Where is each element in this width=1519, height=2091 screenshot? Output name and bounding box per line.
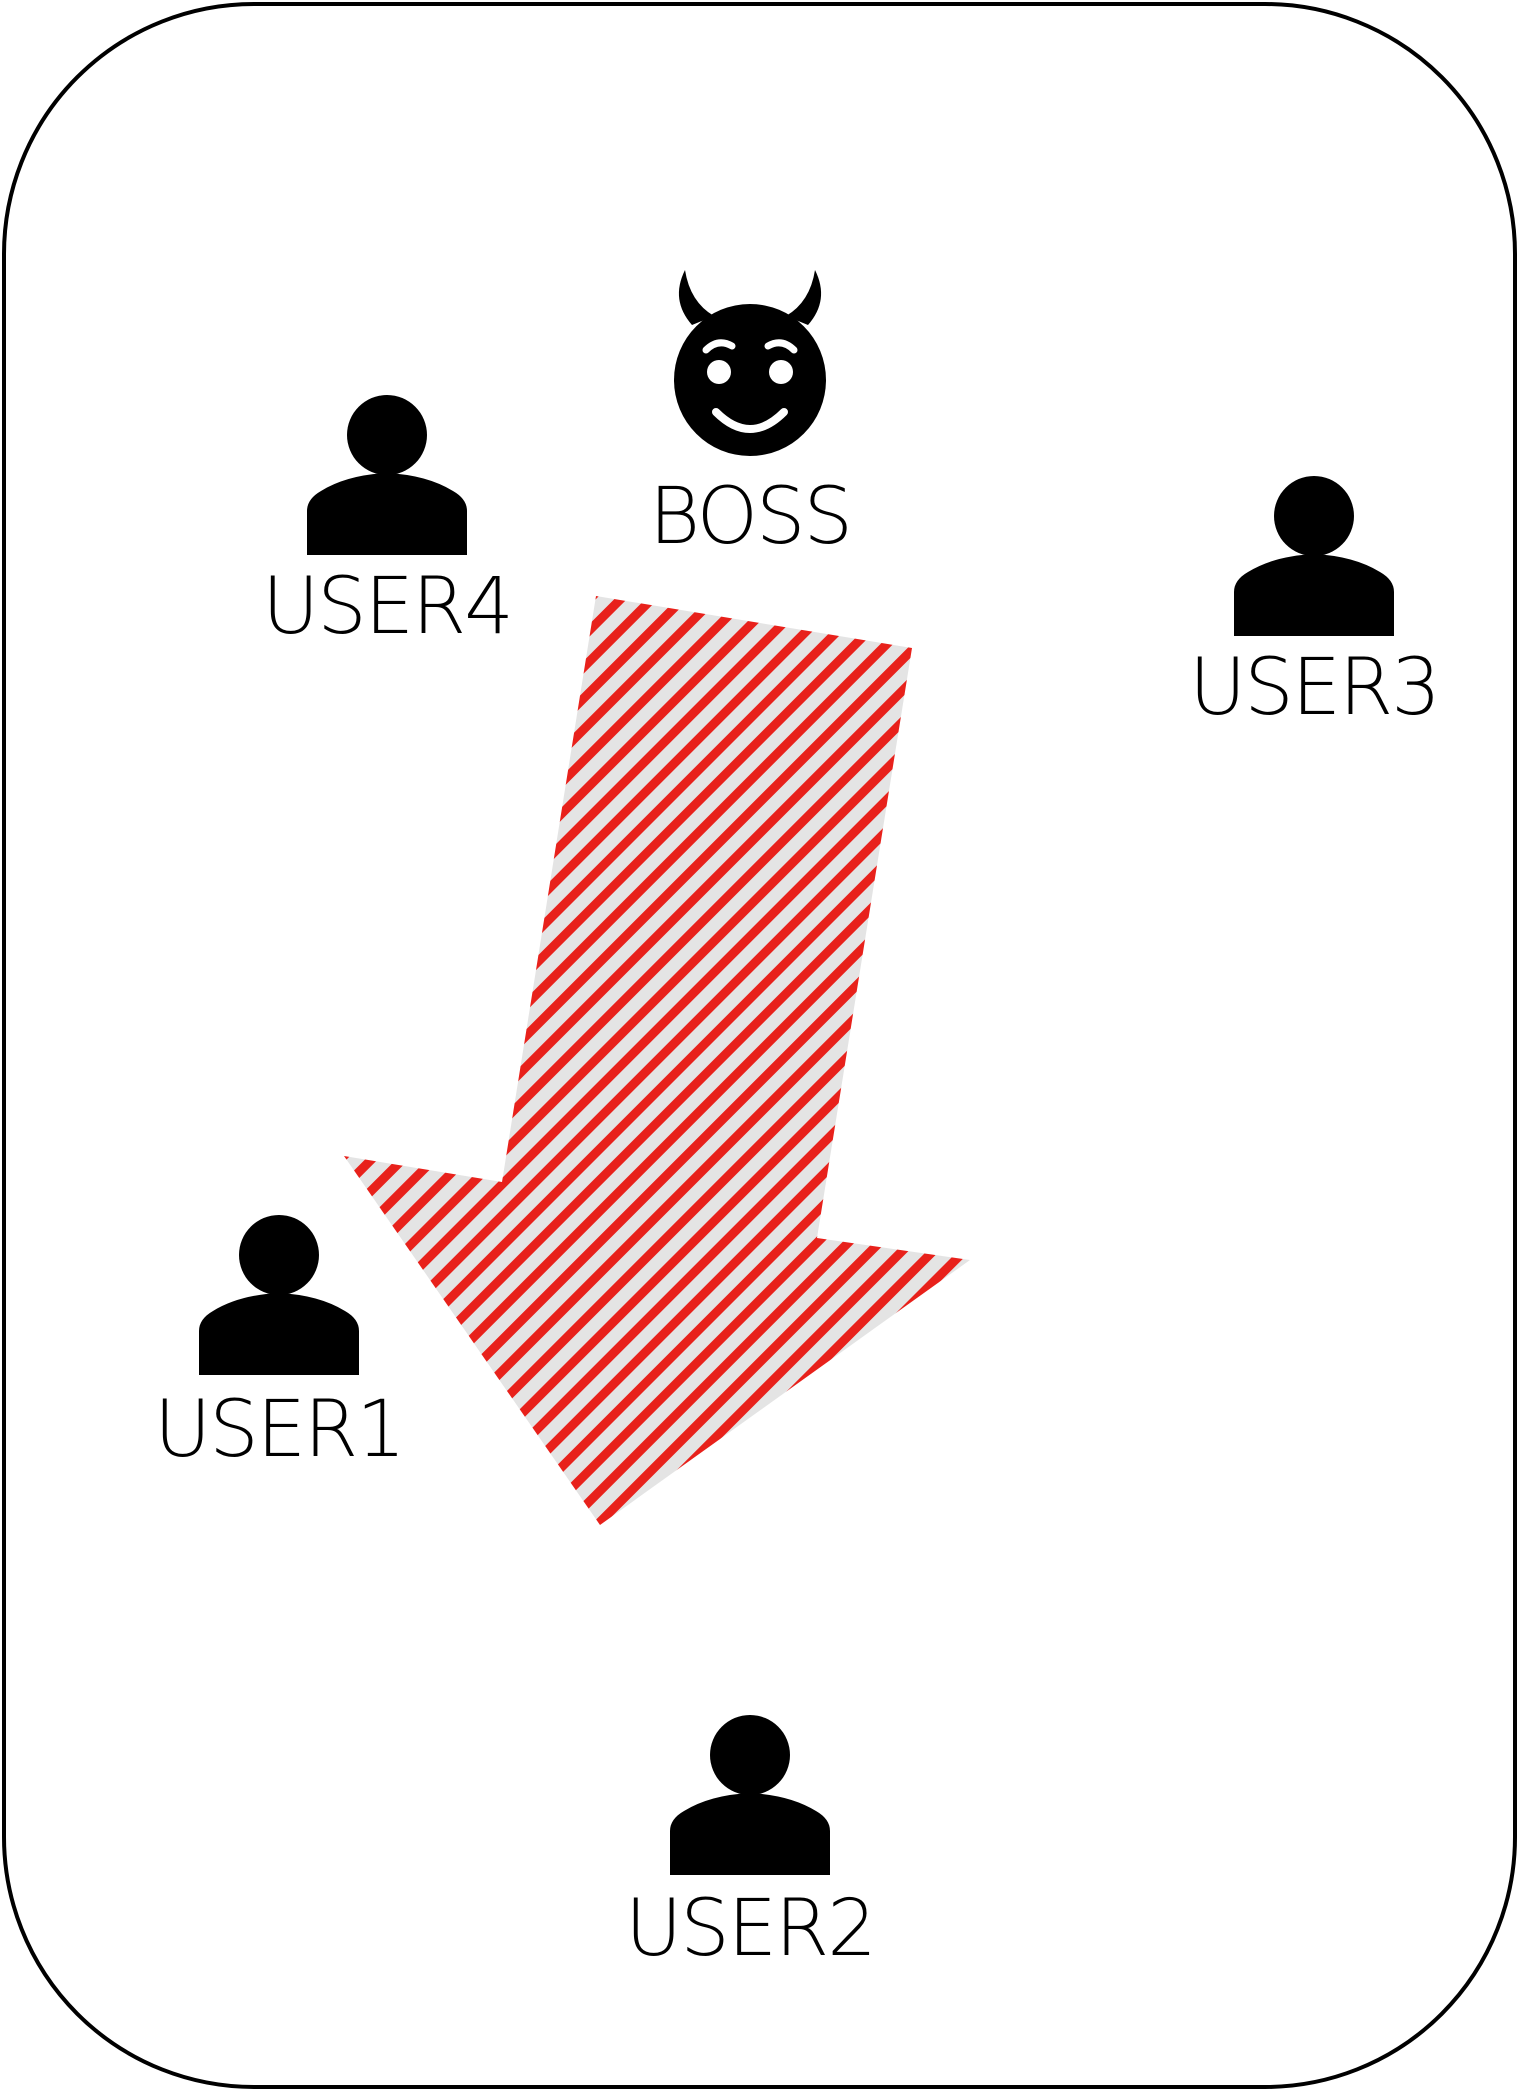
user4-label: USER4	[262, 562, 512, 652]
user2-node: USER2	[625, 1715, 877, 1974]
user4-node: USER4	[262, 395, 514, 652]
user1-node: USER1	[154, 1215, 406, 1475]
attack-arrow	[344, 596, 970, 1525]
devil-face-icon	[674, 270, 826, 456]
user3-node: USER3	[1189, 476, 1441, 733]
boss-label: BOSS	[649, 472, 851, 562]
user2-label: USER2	[625, 1884, 875, 1974]
boss-node: BOSS	[649, 270, 853, 562]
user3-label: USER3	[1189, 643, 1439, 733]
user1-label: USER1	[154, 1385, 404, 1475]
